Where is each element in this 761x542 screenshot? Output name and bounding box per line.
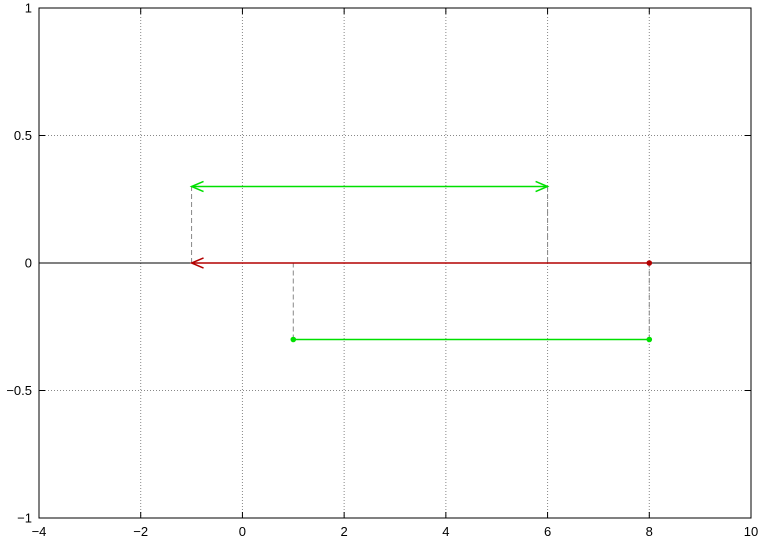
y-tick-label: 0 bbox=[25, 256, 32, 271]
segment-1-end-arrow bbox=[189, 257, 204, 269]
segment-layer bbox=[189, 180, 653, 343]
segment-2-start-dot bbox=[290, 336, 297, 343]
x-tick-labels: −4 −2 0 2 4 6 8 10 bbox=[32, 524, 759, 539]
x-tick-label: 6 bbox=[544, 524, 551, 539]
y-tick-label: 1 bbox=[25, 1, 32, 16]
x-tick-label: 4 bbox=[442, 524, 449, 539]
y-tick-label: −0.5 bbox=[6, 383, 32, 398]
x-tick-label: 10 bbox=[744, 524, 758, 539]
x-tick-label: 0 bbox=[239, 524, 246, 539]
guide-layer bbox=[191, 186, 650, 340]
x-tick-label: −4 bbox=[32, 524, 47, 539]
tick-layer bbox=[38, 7, 752, 519]
x-tick-label: −2 bbox=[133, 524, 148, 539]
y-tick-label: −1 bbox=[17, 511, 32, 526]
y-tick-label: 0.5 bbox=[14, 128, 32, 143]
segment-2-end-dot bbox=[646, 336, 653, 343]
segment-0-start-arrow bbox=[189, 180, 204, 193]
segment-1-start-dot bbox=[646, 260, 653, 266]
x-tick-label: 8 bbox=[646, 524, 653, 539]
x-tick-label: 2 bbox=[341, 524, 348, 539]
y-tick-labels: −1 −0.5 0 0.5 1 bbox=[6, 1, 32, 526]
segment-0-end-arrow bbox=[535, 180, 550, 193]
